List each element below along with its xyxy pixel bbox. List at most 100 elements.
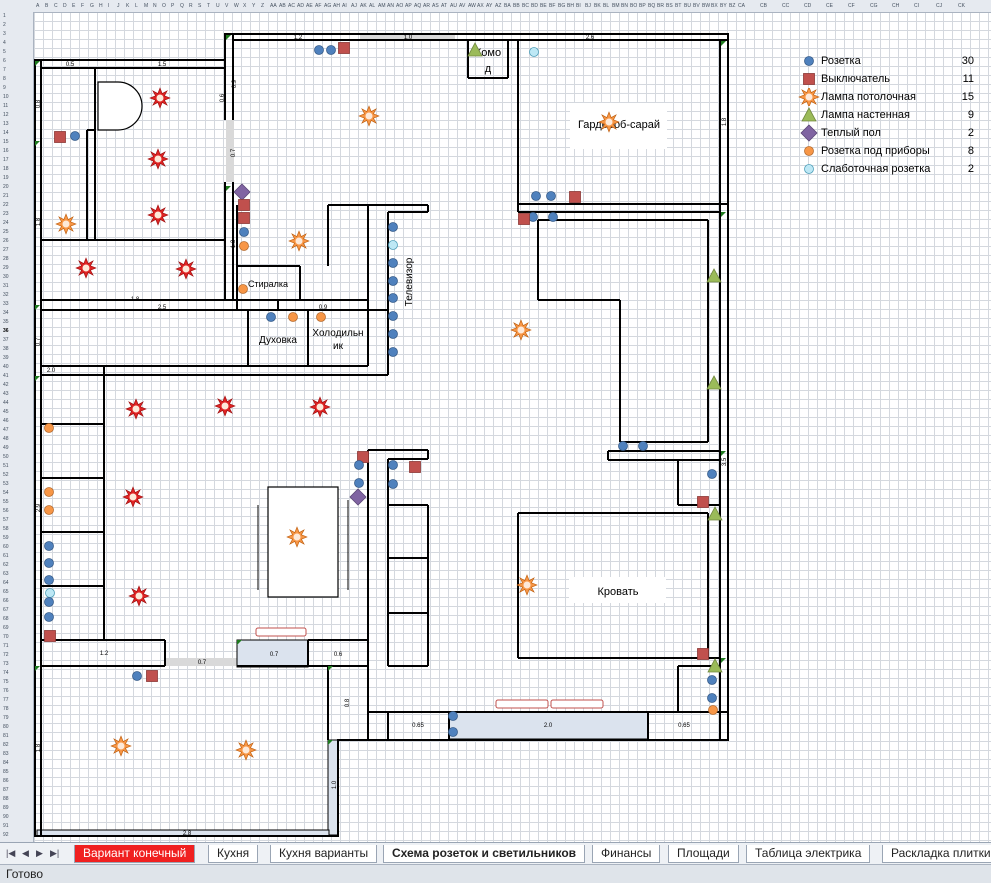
row-header[interactable]: 45 (3, 409, 9, 415)
row-header[interactable]: 46 (3, 418, 9, 424)
column-header[interactable]: BI (576, 3, 581, 9)
row-header[interactable]: 74 (3, 670, 9, 676)
column-header[interactable]: CB (760, 3, 767, 9)
row-header[interactable]: 37 (3, 337, 9, 343)
column-header[interactable]: BZ (729, 3, 736, 9)
column-header[interactable]: AQ (414, 3, 422, 9)
column-header[interactable]: BC (522, 3, 529, 9)
last-sheet-icon[interactable]: ▶| (50, 848, 60, 858)
row-header[interactable]: 58 (3, 526, 9, 532)
row-header[interactable]: 77 (3, 697, 9, 703)
column-header[interactable]: A (36, 3, 40, 9)
row-header[interactable]: 10 (3, 94, 9, 100)
column-header[interactable]: BN (621, 3, 628, 9)
row-header[interactable]: 57 (3, 517, 9, 523)
row-header[interactable]: 60 (3, 544, 9, 550)
column-header[interactable]: AU (450, 3, 457, 9)
row-header[interactable]: 3 (3, 31, 6, 37)
row-header[interactable]: 12 (3, 112, 9, 118)
row-header[interactable]: 23 (3, 211, 9, 217)
sheet-tab[interactable]: Кухня варианты (270, 845, 378, 863)
row-header[interactable]: 53 (3, 481, 9, 487)
column-header[interactable]: AS (432, 3, 439, 9)
row-header[interactable]: 34 (3, 310, 9, 316)
column-header[interactable]: N (153, 3, 157, 9)
row-header[interactable]: 42 (3, 382, 9, 388)
row-header[interactable]: 79 (3, 715, 9, 721)
row-header[interactable]: 17 (3, 157, 9, 163)
row-header[interactable]: 25 (3, 229, 9, 235)
row-header[interactable]: 70 (3, 634, 9, 640)
row-header[interactable]: 52 (3, 472, 9, 478)
row-header[interactable]: 26 (3, 238, 9, 244)
prev-sheet-icon[interactable]: ◀ (22, 848, 29, 858)
column-header[interactable]: AW (468, 3, 476, 9)
column-header[interactable]: I (108, 3, 110, 9)
row-header[interactable]: 88 (3, 796, 9, 802)
column-header[interactable]: V (225, 3, 229, 9)
column-header[interactable]: S (198, 3, 202, 9)
column-header[interactable]: AM (378, 3, 386, 9)
row-header[interactable]: 62 (3, 562, 9, 568)
column-header[interactable]: AH (333, 3, 340, 9)
column-header[interactable]: AN (387, 3, 394, 9)
column-header[interactable]: BP (639, 3, 646, 9)
column-header[interactable]: BK (594, 3, 601, 9)
sheet-tab[interactable]: Площади (668, 845, 739, 863)
sheet-tab[interactable]: Финансы (592, 845, 661, 863)
column-header[interactable]: BB (513, 3, 520, 9)
row-header[interactable]: 41 (3, 373, 9, 379)
column-header[interactable]: BU (684, 3, 691, 9)
row-header[interactable]: 14 (3, 130, 9, 136)
column-header[interactable]: CI (914, 3, 919, 9)
column-header[interactable]: BS (666, 3, 673, 9)
column-header[interactable]: BF (549, 3, 556, 9)
row-header[interactable]: 31 (3, 283, 9, 289)
column-header[interactable]: AI (342, 3, 347, 9)
row-header[interactable]: 38 (3, 346, 9, 352)
column-header[interactable]: CE (826, 3, 833, 9)
row-header[interactable]: 48 (3, 436, 9, 442)
sheet-tab[interactable]: Схема розеток и светильников (383, 845, 586, 863)
column-header[interactable]: T (207, 3, 211, 9)
column-header[interactable]: BH (567, 3, 574, 9)
column-header[interactable]: AG (324, 3, 332, 9)
row-header[interactable]: 4 (3, 40, 6, 46)
row-header[interactable]: 44 (3, 400, 9, 406)
column-header[interactable]: BV (693, 3, 700, 9)
column-header[interactable]: O (162, 3, 166, 9)
row-header[interactable]: 55 (3, 499, 9, 505)
row-header[interactable]: 67 (3, 607, 9, 613)
row-header[interactable]: 1 (3, 13, 6, 19)
column-header[interactable]: CJ (936, 3, 943, 9)
row-header[interactable]: 59 (3, 535, 9, 541)
row-header[interactable]: 63 (3, 571, 9, 577)
row-header[interactable]: 11 (3, 103, 9, 109)
row-header[interactable]: 32 (3, 292, 9, 298)
row-header[interactable]: 5 (3, 49, 6, 55)
column-header[interactable]: AF (315, 3, 322, 9)
sheet-tab[interactable]: Таблица электрика (746, 845, 871, 863)
column-header[interactable]: BE (540, 3, 547, 9)
column-header[interactable]: U (216, 3, 220, 9)
row-header[interactable]: 6 (3, 58, 6, 64)
column-header[interactable]: BW (702, 3, 711, 9)
row-header[interactable]: 43 (3, 391, 9, 397)
row-header[interactable]: 90 (3, 814, 9, 820)
row-header[interactable]: 71 (3, 643, 9, 649)
column-header[interactable]: BJ (585, 3, 591, 9)
row-header[interactable]: 13 (3, 121, 9, 127)
column-header[interactable]: H (99, 3, 103, 9)
column-header[interactable]: CD (804, 3, 812, 9)
row-header[interactable]: 16 (3, 148, 9, 154)
column-header[interactable]: CA (738, 3, 745, 9)
row-header[interactable]: 91 (3, 823, 9, 829)
row-header[interactable]: 92 (3, 832, 9, 838)
row-header[interactable]: 51 (3, 463, 9, 469)
column-header[interactable]: AZ (495, 3, 502, 9)
row-header[interactable]: 8 (3, 76, 6, 82)
column-header[interactable]: AR (423, 3, 430, 9)
row-header[interactable]: 39 (3, 355, 9, 361)
row-header[interactable]: 19 (3, 175, 9, 181)
column-header[interactable]: J (117, 3, 120, 9)
